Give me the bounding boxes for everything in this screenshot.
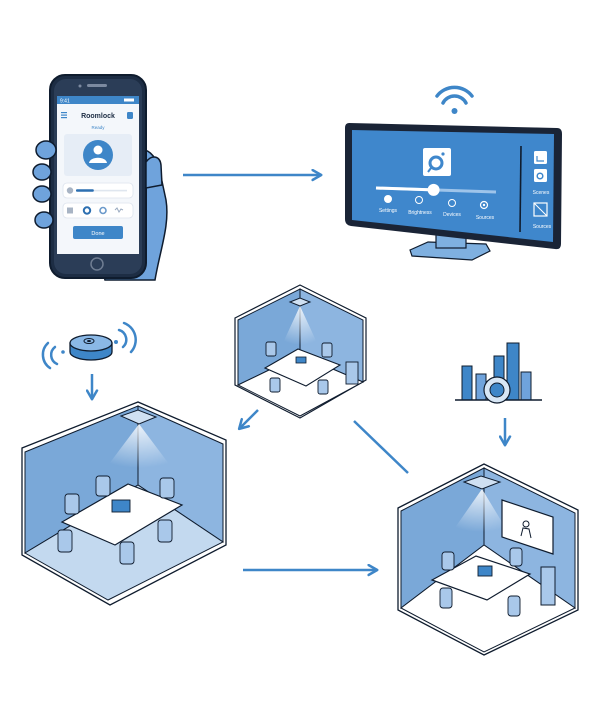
camera-icon[interactable] bbox=[534, 169, 547, 182]
play-icon bbox=[479, 200, 489, 210]
camera-icon bbox=[427, 152, 445, 173]
circle-icon bbox=[448, 199, 456, 207]
status-bar bbox=[57, 96, 139, 104]
lock-icon[interactable] bbox=[127, 112, 133, 119]
room-small bbox=[234, 284, 367, 419]
thumb bbox=[145, 156, 163, 189]
bar-chart-icon bbox=[455, 342, 542, 404]
speaker-tower bbox=[345, 361, 359, 385]
display-menu-label: Devices bbox=[443, 212, 461, 218]
camera-app-icon[interactable] bbox=[423, 148, 451, 176]
display-slider-fill bbox=[375, 186, 434, 192]
display-menu-label: Settings bbox=[379, 208, 398, 214]
slider-track[interactable] bbox=[76, 189, 127, 192]
chairs bbox=[439, 547, 523, 617]
status-time: 9:41 bbox=[60, 99, 70, 105]
line-small-to-video bbox=[353, 420, 409, 474]
fingers bbox=[32, 140, 57, 229]
avatar[interactable] bbox=[83, 140, 113, 170]
share-icon[interactable] bbox=[534, 151, 547, 164]
home-button[interactable] bbox=[90, 257, 104, 271]
phone-illustration: 9:41 Roomlock Ready Done bbox=[32, 74, 168, 281]
display-side-divider bbox=[519, 145, 522, 233]
laptop-icon bbox=[477, 565, 493, 577]
mic-icon[interactable] bbox=[99, 206, 107, 215]
display-stand-base bbox=[409, 241, 491, 261]
laptop-icon bbox=[111, 499, 131, 513]
done-button[interactable] bbox=[73, 226, 123, 239]
phone-header-title: Roomlock bbox=[81, 113, 115, 120]
done-button-label: Done bbox=[91, 231, 104, 237]
slider-knob-icon[interactable] bbox=[66, 187, 74, 194]
record-icon[interactable] bbox=[82, 206, 92, 215]
light-icon bbox=[415, 196, 423, 204]
menu-icon[interactable] bbox=[61, 112, 67, 119]
status-icons bbox=[124, 98, 134, 102]
display-slider-knob[interactable] bbox=[427, 183, 440, 196]
display-screen bbox=[352, 130, 554, 242]
display-side-label: Sources bbox=[533, 224, 552, 230]
display-menu-item[interactable]: Brightness bbox=[408, 196, 432, 217]
stop-icon[interactable] bbox=[67, 207, 73, 214]
laptop-icon bbox=[295, 356, 307, 364]
wave-icon[interactable] bbox=[114, 207, 124, 213]
display-menu-item[interactable]: Sources bbox=[476, 200, 495, 222]
slider-fill bbox=[76, 189, 94, 192]
display-menu-label: Sources bbox=[476, 215, 495, 221]
room-large bbox=[21, 401, 227, 606]
speaker-tower bbox=[540, 566, 556, 606]
room-video bbox=[397, 463, 579, 656]
display-menu-label: Brightness bbox=[408, 210, 432, 216]
chairs bbox=[265, 341, 333, 395]
hub-icon bbox=[41, 321, 137, 370]
signal-waves-left bbox=[41, 341, 65, 370]
signal-waves-right bbox=[114, 321, 137, 354]
screen-icon[interactable] bbox=[533, 202, 548, 217]
chairs bbox=[57, 475, 175, 565]
phone-subtitle: Ready bbox=[91, 125, 105, 130]
display-menu-item[interactable]: Devices bbox=[443, 199, 461, 219]
display-menu-item[interactable]: Settings bbox=[379, 195, 398, 215]
gear-icon bbox=[384, 195, 392, 203]
display-illustration: Settings Brightness Devices Sources Scen… bbox=[345, 85, 562, 261]
arrow-small-to-large bbox=[237, 409, 259, 431]
wifi-icon bbox=[435, 85, 474, 114]
display-side-label: Scenes bbox=[533, 190, 550, 196]
user-icon bbox=[89, 145, 107, 163]
presenter-icon bbox=[520, 520, 532, 539]
controls-card bbox=[62, 202, 134, 219]
